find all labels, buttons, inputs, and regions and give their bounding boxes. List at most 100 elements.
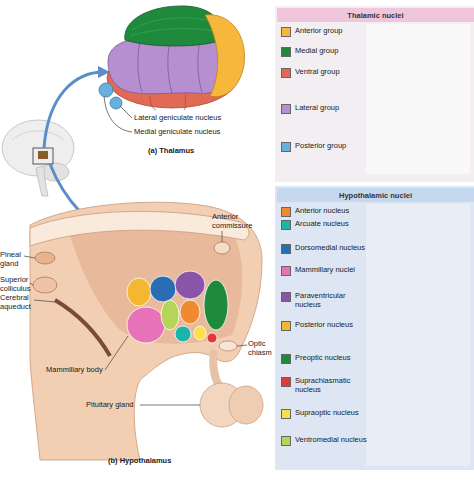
posterior-group <box>99 83 113 97</box>
legend-text: Arcuate nucleus <box>295 220 349 229</box>
legend-swatch <box>281 27 291 37</box>
legend-swatch <box>281 142 291 152</box>
legend-item: Ventral group <box>281 68 340 78</box>
lobe-line <box>138 40 202 93</box>
cerebral-aqueduct <box>55 300 110 356</box>
legend-text: Ventromedial nucleus <box>295 436 367 445</box>
zoom-arrow <box>44 72 104 148</box>
legend-text: Suprachiasmatic nucleus <box>295 377 355 394</box>
legend-swatch <box>281 47 291 57</box>
legend-item: Dorsomedial nucleus <box>281 244 365 254</box>
legend-text: Preoptic nucleus <box>295 354 350 363</box>
legend-swatch <box>281 292 291 302</box>
legend-swatch <box>281 436 291 446</box>
legend-item: Suprachiasmatic nucleus <box>281 377 355 394</box>
inset-diencephalon <box>38 151 48 159</box>
leader-line <box>222 231 223 242</box>
legend-text: Mammillary nuclei <box>295 266 355 275</box>
paraventricular-nucleus <box>175 271 205 299</box>
leader-line <box>34 300 55 302</box>
medial-group <box>125 6 223 46</box>
superior-colliculus <box>33 277 57 293</box>
legend-text: Dorsomedial nucleus <box>295 244 365 253</box>
heading-text: Thalamic nuclei <box>347 11 403 20</box>
legend-item: Paraventricular nucleus <box>281 292 353 309</box>
legend-text: Anterior nucleus <box>295 207 349 216</box>
pituitary-gland <box>229 386 263 424</box>
legend-item: Lateral group <box>281 104 339 114</box>
pineal-gland <box>35 252 55 264</box>
part-label: Pituitary gland <box>86 401 134 410</box>
legend-text: Ventral group <box>295 68 340 77</box>
brainstem-inset <box>36 166 48 196</box>
pituitary-stalk <box>213 350 220 388</box>
legend-swatch <box>281 321 291 331</box>
legend-swatch <box>281 377 291 387</box>
legend-item: Supraoptic nucleus <box>281 409 359 419</box>
arcuate-nucleus <box>175 326 191 342</box>
gyrus-line <box>12 131 64 140</box>
part-label: Cerebral aqueduct <box>0 294 38 311</box>
brain-tissue <box>30 202 262 460</box>
legend-text: Medial group <box>295 47 338 56</box>
inset-frame <box>33 148 53 164</box>
answer-area <box>366 204 470 466</box>
legend-item: Posterior nucleus <box>281 321 353 331</box>
leader-line <box>140 405 200 406</box>
legend-swatch <box>281 104 291 114</box>
legend-panel <box>275 6 474 182</box>
preoptic-nucleus <box>204 280 228 330</box>
part-label: Medial geniculate nucleus <box>134 128 220 137</box>
supraoptic-nucleus <box>194 326 206 340</box>
leader-line <box>120 106 132 118</box>
leader-line <box>105 336 128 370</box>
part-label: Anterior commissure <box>212 213 262 230</box>
legend-item: Preoptic nucleus <box>281 354 350 364</box>
legend-text: Supraoptic nucleus <box>295 409 359 418</box>
legend-swatch <box>281 68 291 78</box>
posterior-nucleus <box>127 278 151 306</box>
anterior-commissure <box>214 242 230 254</box>
dorsomedial-nucleus <box>150 276 176 302</box>
legend-item: Medial group <box>281 47 338 57</box>
legend-swatch <box>281 409 291 419</box>
legend-text: Paraventricular nucleus <box>295 292 353 309</box>
panel-heading: Thalamic nuclei <box>277 8 474 22</box>
legend-swatch <box>281 220 291 230</box>
leader-line <box>30 283 33 285</box>
leader-line <box>104 96 132 132</box>
legend-swatch <box>281 266 291 276</box>
part-label: Optic chiasm <box>248 340 274 357</box>
legend-item: Arcuate nucleus <box>281 220 349 230</box>
part-label: Lateral geniculate nucleus <box>134 114 221 123</box>
legend-text: Anterior group <box>295 27 343 36</box>
leader-line <box>24 256 35 258</box>
legend-item: Anterior group <box>281 27 343 37</box>
leader-line <box>237 345 247 346</box>
legend-swatch <box>281 244 291 254</box>
suprachiasmatic-nucleus <box>207 333 217 343</box>
anterior-group <box>205 15 245 97</box>
legend-swatch <box>281 207 291 217</box>
legend-swatch <box>281 354 291 364</box>
mammillary-nuclei <box>127 307 165 343</box>
legend-item: Anterior nucleus <box>281 207 349 217</box>
lobe-line <box>150 95 186 110</box>
legend-item: Ventromedial nucleus <box>281 436 367 446</box>
optic-chiasm <box>219 341 237 351</box>
legend-text: Posterior group <box>295 142 346 151</box>
figure-caption: (b) Hypothalamus <box>108 457 171 466</box>
figure-caption: (a) Thalamus <box>148 147 194 156</box>
part-label: Superior colliculus <box>0 276 38 293</box>
answer-area <box>366 24 470 174</box>
third-ventricle-wall <box>70 225 242 344</box>
legend-item: Mammillary nuclei <box>281 266 355 276</box>
legend-text: Posterior nucleus <box>295 321 353 330</box>
posterior-group <box>110 97 122 109</box>
legend-text: Lateral group <box>295 104 339 113</box>
ventromedial-nucleus <box>161 300 179 330</box>
panel-heading: Hypothalamic nuclei <box>277 188 474 202</box>
part-label: Pineal gland <box>0 251 28 268</box>
